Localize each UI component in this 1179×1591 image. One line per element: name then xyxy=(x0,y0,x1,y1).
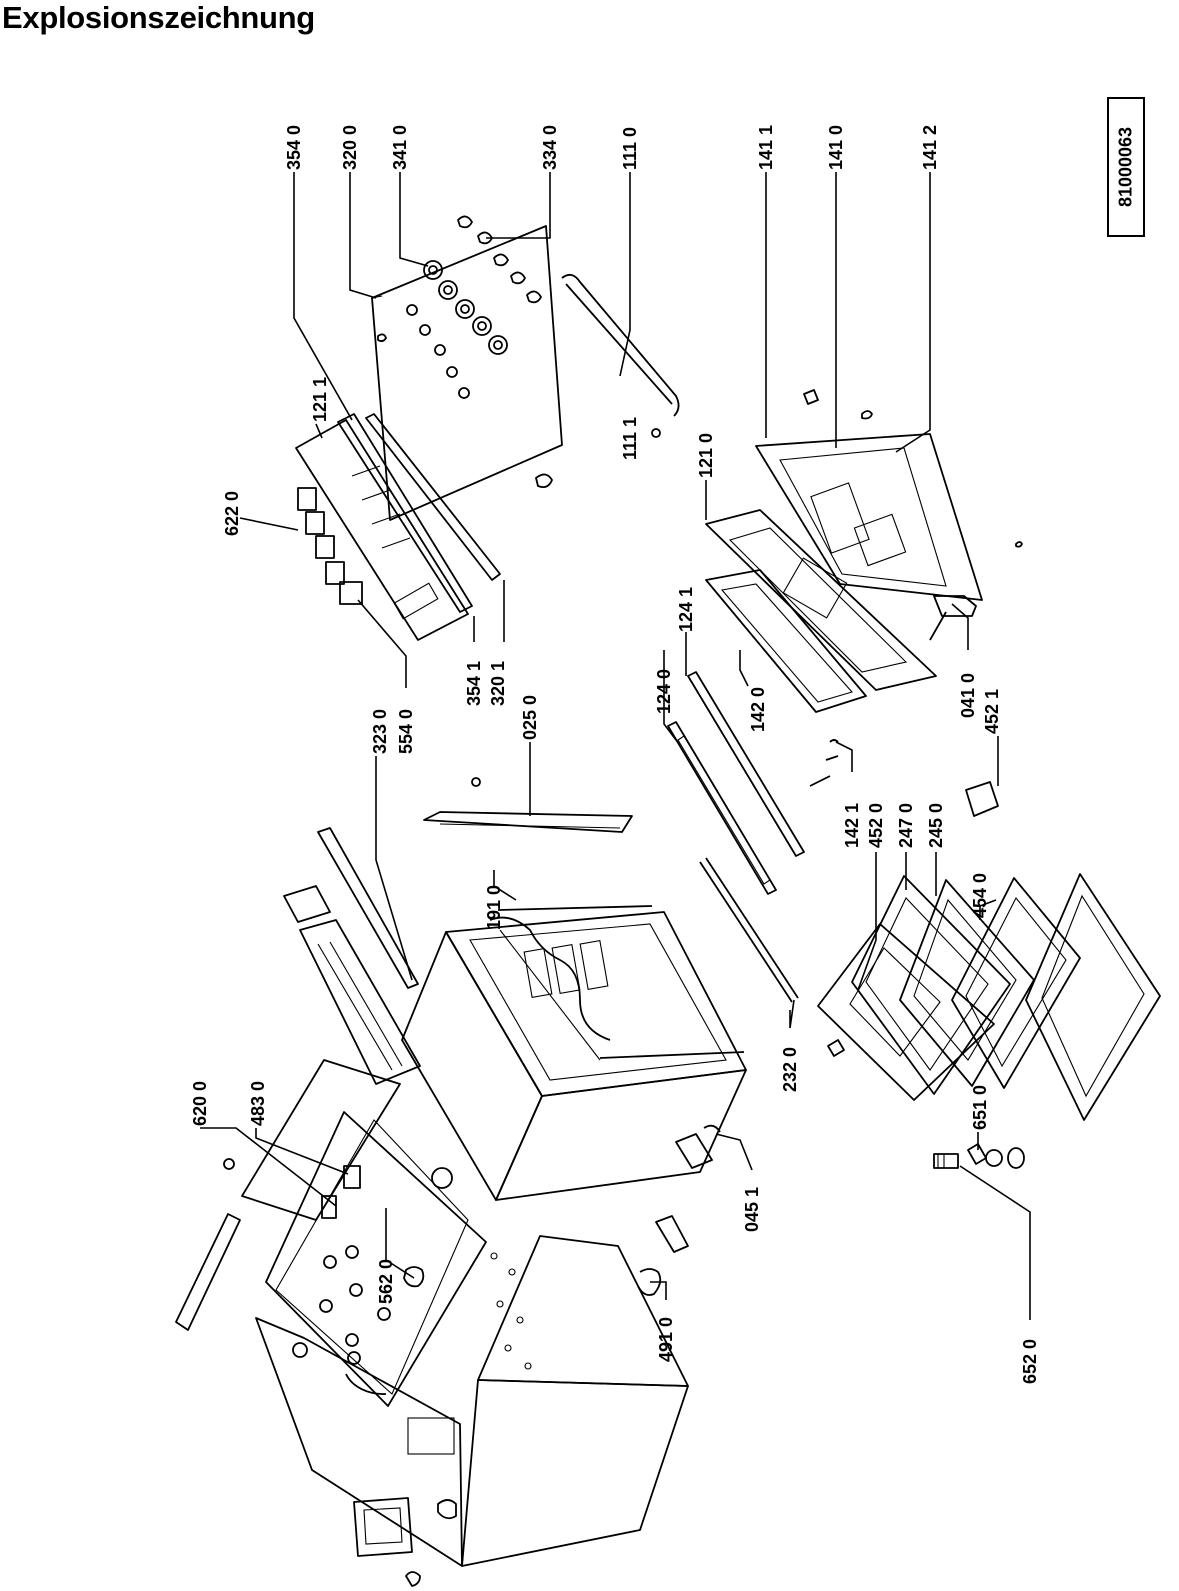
lamp-part xyxy=(933,1143,1025,1169)
part-label-6520: 652 0 xyxy=(1020,1339,1040,1384)
hinge-part xyxy=(929,595,999,817)
part-label-5540: 554 0 xyxy=(396,709,416,754)
part-label-4520: 452 0 xyxy=(866,803,886,848)
part-label-4540: 454 0 xyxy=(970,873,990,918)
part-label-6220: 622 0 xyxy=(222,491,242,536)
knobs-part xyxy=(423,260,508,355)
side-wire-part xyxy=(699,857,799,1003)
part-label-2450: 245 0 xyxy=(926,803,946,848)
part-label-1240: 124 0 xyxy=(654,669,674,714)
document-number: 81000063 xyxy=(1115,126,1136,208)
part-labels: 354 0 320 0 341 0 334 0 111 0 141 1 141 … xyxy=(190,125,1040,1384)
part-label-5620: 562 0 xyxy=(376,1259,396,1304)
back-rail-part xyxy=(175,1213,241,1331)
top-frame-part xyxy=(755,389,1023,601)
oven-parts-drawing xyxy=(175,215,1161,1587)
part-label-1110: 111 0 xyxy=(620,127,640,170)
part-label-3201: 320 1 xyxy=(488,661,508,706)
part-label-3200: 320 0 xyxy=(340,125,360,170)
part-label-4521: 452 1 xyxy=(982,689,1002,734)
outer-casing-part xyxy=(255,1235,689,1587)
rear-bar-part xyxy=(423,777,633,833)
liner-frame-part xyxy=(705,509,937,691)
document-number-box: 81000063 xyxy=(1107,97,1145,237)
leader-lines xyxy=(200,172,1031,1320)
door-panel-part xyxy=(705,569,867,713)
top-panel-part xyxy=(223,827,421,1221)
part-label-3541: 354 1 xyxy=(464,661,484,706)
trim-bar-part xyxy=(365,413,501,581)
part-label-1421: 142 1 xyxy=(842,803,862,848)
screw-part xyxy=(809,739,839,787)
part-label-6510: 651 0 xyxy=(970,1085,990,1130)
bottom-brackets-part xyxy=(637,1133,713,1296)
part-label-3410: 341 0 xyxy=(390,125,410,170)
control-bracket-part xyxy=(295,413,473,641)
part-label-1211: 121 1 xyxy=(310,377,330,422)
part-label-1411: 141 1 xyxy=(756,125,776,170)
part-label-6200: 620 0 xyxy=(190,1081,210,1126)
trays-part xyxy=(817,873,1161,1121)
oven-cavity-part xyxy=(401,905,747,1201)
side-rails-part xyxy=(667,671,805,895)
part-label-3230: 323 0 xyxy=(370,709,390,754)
part-label-1241: 124 1 xyxy=(676,587,696,632)
part-label-0250: 025 0 xyxy=(520,695,540,740)
part-label-1410: 141 0 xyxy=(826,125,846,170)
part-label-1412: 141 2 xyxy=(920,125,940,170)
clips-part xyxy=(377,215,553,489)
part-label-1111: 111 1 xyxy=(620,417,640,460)
part-label-4830: 483 0 xyxy=(248,1081,268,1126)
part-label-2320: 232 0 xyxy=(780,1047,800,1092)
part-label-4910: 491 0 xyxy=(656,1317,676,1362)
part-label-0410: 041 0 xyxy=(958,673,978,718)
part-label-2470: 247 0 xyxy=(896,803,916,848)
part-label-3340: 334 0 xyxy=(540,125,560,170)
page-title: Explosionszeichnung xyxy=(2,0,315,35)
handle-part xyxy=(561,273,680,438)
part-label-1210: 121 0 xyxy=(696,433,716,478)
side-panel-part xyxy=(265,1111,487,1407)
part-label-0451: 045 1 xyxy=(742,1187,762,1232)
part-label-3540: 354 0 xyxy=(284,125,304,170)
part-label-1910: 191 0 xyxy=(484,885,504,930)
part-label-1420: 142 0 xyxy=(748,687,768,732)
control-panel-part xyxy=(371,225,563,521)
